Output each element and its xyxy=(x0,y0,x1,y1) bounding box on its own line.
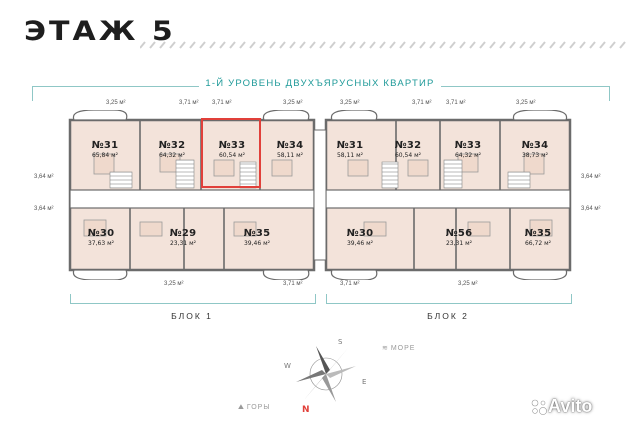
dim-top-1: 3,25 м² xyxy=(106,100,126,106)
apartment-b1-29[interactable]: №29 23,31 м² xyxy=(160,216,206,260)
block-2-label: БЛОК 2 xyxy=(427,311,469,321)
dim-top-3: 3,71 м² xyxy=(212,100,232,106)
mountains-label-text: ГОРЫ xyxy=(246,404,271,411)
apartment-area: 23,31 м² xyxy=(169,240,196,247)
apartment-area: 39,46 м² xyxy=(346,240,373,247)
apartment-area: 64,32 м² xyxy=(454,152,481,159)
apartment-number: №34 xyxy=(521,140,549,151)
apartment-area: 58,11 м² xyxy=(336,152,363,159)
block-2-bracket xyxy=(326,294,572,304)
dim-bottom-2: 3,71 м² xyxy=(283,281,303,287)
dim-bottom-1: 3,25 м² xyxy=(164,281,184,287)
dim-top-7: 3,71 м² xyxy=(446,100,466,106)
apartment-b2-32[interactable]: №32 60,54 м² xyxy=(380,128,436,170)
apartment-area: 37,63 м² xyxy=(87,240,114,247)
apartment-area: 66,72 м² xyxy=(524,240,551,247)
dim-top-6: 3,71 м² xyxy=(412,100,432,106)
block-1-bracket xyxy=(70,294,316,304)
apartment-number: №56 xyxy=(445,228,473,239)
dim-bottom-4: 3,25 м² xyxy=(458,281,478,287)
apartment-area: 23,31 м² xyxy=(445,240,472,247)
highlighted-apartment-frame xyxy=(201,118,261,188)
compass-n: N xyxy=(302,405,310,415)
sea-label: ≋ МОРЕ xyxy=(382,344,415,352)
apartment-area: 65,84 м² xyxy=(91,152,118,159)
apartment-b2-56[interactable]: №56 23,31 м² xyxy=(436,216,482,260)
compass-rose-icon: N S W E xyxy=(284,338,366,415)
corridor-block-1 xyxy=(69,189,315,209)
floor-plan xyxy=(68,110,572,280)
compass-s: S xyxy=(338,338,343,346)
apartment-number: №33 xyxy=(454,140,482,151)
apartment-number: №29 xyxy=(169,228,197,239)
dim-left-1: 3,64 м² xyxy=(34,174,54,180)
apartment-area: 39,46 м² xyxy=(243,240,270,247)
apartment-b1-34[interactable]: №34 58,11 м² xyxy=(262,128,318,170)
dim-bottom-3: 3,71 м² xyxy=(340,281,360,287)
apartment-b2-31[interactable]: №31 58,11 м² xyxy=(322,128,378,170)
avito-logo-icon xyxy=(531,399,547,415)
level-label: 1-Й УРОВЕНЬ ДВУХЪЯРУСНЫХ КВАРТИР xyxy=(0,78,640,89)
title-decor-stripes xyxy=(140,41,626,49)
sea-label-text: МОРЕ xyxy=(390,345,416,352)
compass-w: W xyxy=(284,362,291,370)
dim-right-1: 3,64 м² xyxy=(581,174,601,180)
level-label-text: 1-Й УРОВЕНЬ ДВУХЪЯРУСНЫХ КВАРТИР xyxy=(199,78,441,89)
apartment-b2-34[interactable]: №34 38,73 м² xyxy=(506,128,564,170)
apartment-area: 58,11 м² xyxy=(276,152,303,159)
apartment-number: №35 xyxy=(243,228,271,239)
apartment-b1-30[interactable]: №30 37,63 м² xyxy=(76,216,126,260)
dim-top-8: 3,25 м² xyxy=(516,100,536,106)
floor-title: ЭТАЖ 5 xyxy=(24,15,176,48)
block-1-label: БЛОК 1 xyxy=(171,311,213,321)
mountains-icon: ⛰ xyxy=(238,404,244,411)
apartment-b2-30[interactable]: №30 39,46 м² xyxy=(334,216,386,260)
dim-top-2: 3,71 м² xyxy=(179,100,199,106)
apartment-b2-35[interactable]: №35 66,72 м² xyxy=(512,216,564,260)
apartment-b2-33[interactable]: №33 64,32 м² xyxy=(440,128,496,170)
corridor-block-2 xyxy=(325,189,571,209)
avito-watermark: Avito xyxy=(548,396,593,416)
apartment-number: №32 xyxy=(158,140,186,151)
apartment-number: №35 xyxy=(524,228,552,239)
apartment-number: №30 xyxy=(346,228,374,239)
apartment-number: №31 xyxy=(91,140,119,151)
apartment-number: №34 xyxy=(276,140,304,151)
mountains-label: ⛰ ГОРЫ xyxy=(238,404,271,412)
apartment-number: №32 xyxy=(394,140,422,151)
apartment-area: 60,54 м² xyxy=(394,152,421,159)
dim-top-4: 3,25 м² xyxy=(283,100,303,106)
waves-icon: ≋ xyxy=(382,345,388,352)
apartment-area: 38,73 м² xyxy=(521,152,548,159)
apartment-number: №33 xyxy=(218,140,246,151)
apartment-number: №30 xyxy=(87,228,115,239)
apartment-b1-33[interactable]: №33 60,54 м² xyxy=(204,128,260,170)
apartment-area: 60,54 м² xyxy=(218,152,245,159)
dim-right-2: 3,64 м² xyxy=(581,206,601,212)
dim-top-5: 3,25 м² xyxy=(340,100,360,106)
compass-e: E xyxy=(362,378,366,386)
apartment-b1-32[interactable]: №32 64,32 м² xyxy=(144,128,200,170)
apartment-b1-35[interactable]: №35 39,46 м² xyxy=(230,216,284,260)
apartment-b1-31[interactable]: №31 65,84 м² xyxy=(76,128,134,170)
apartment-area: 64,32 м² xyxy=(158,152,185,159)
dim-left-2: 3,64 м² xyxy=(34,206,54,212)
apartment-number: №31 xyxy=(336,140,364,151)
